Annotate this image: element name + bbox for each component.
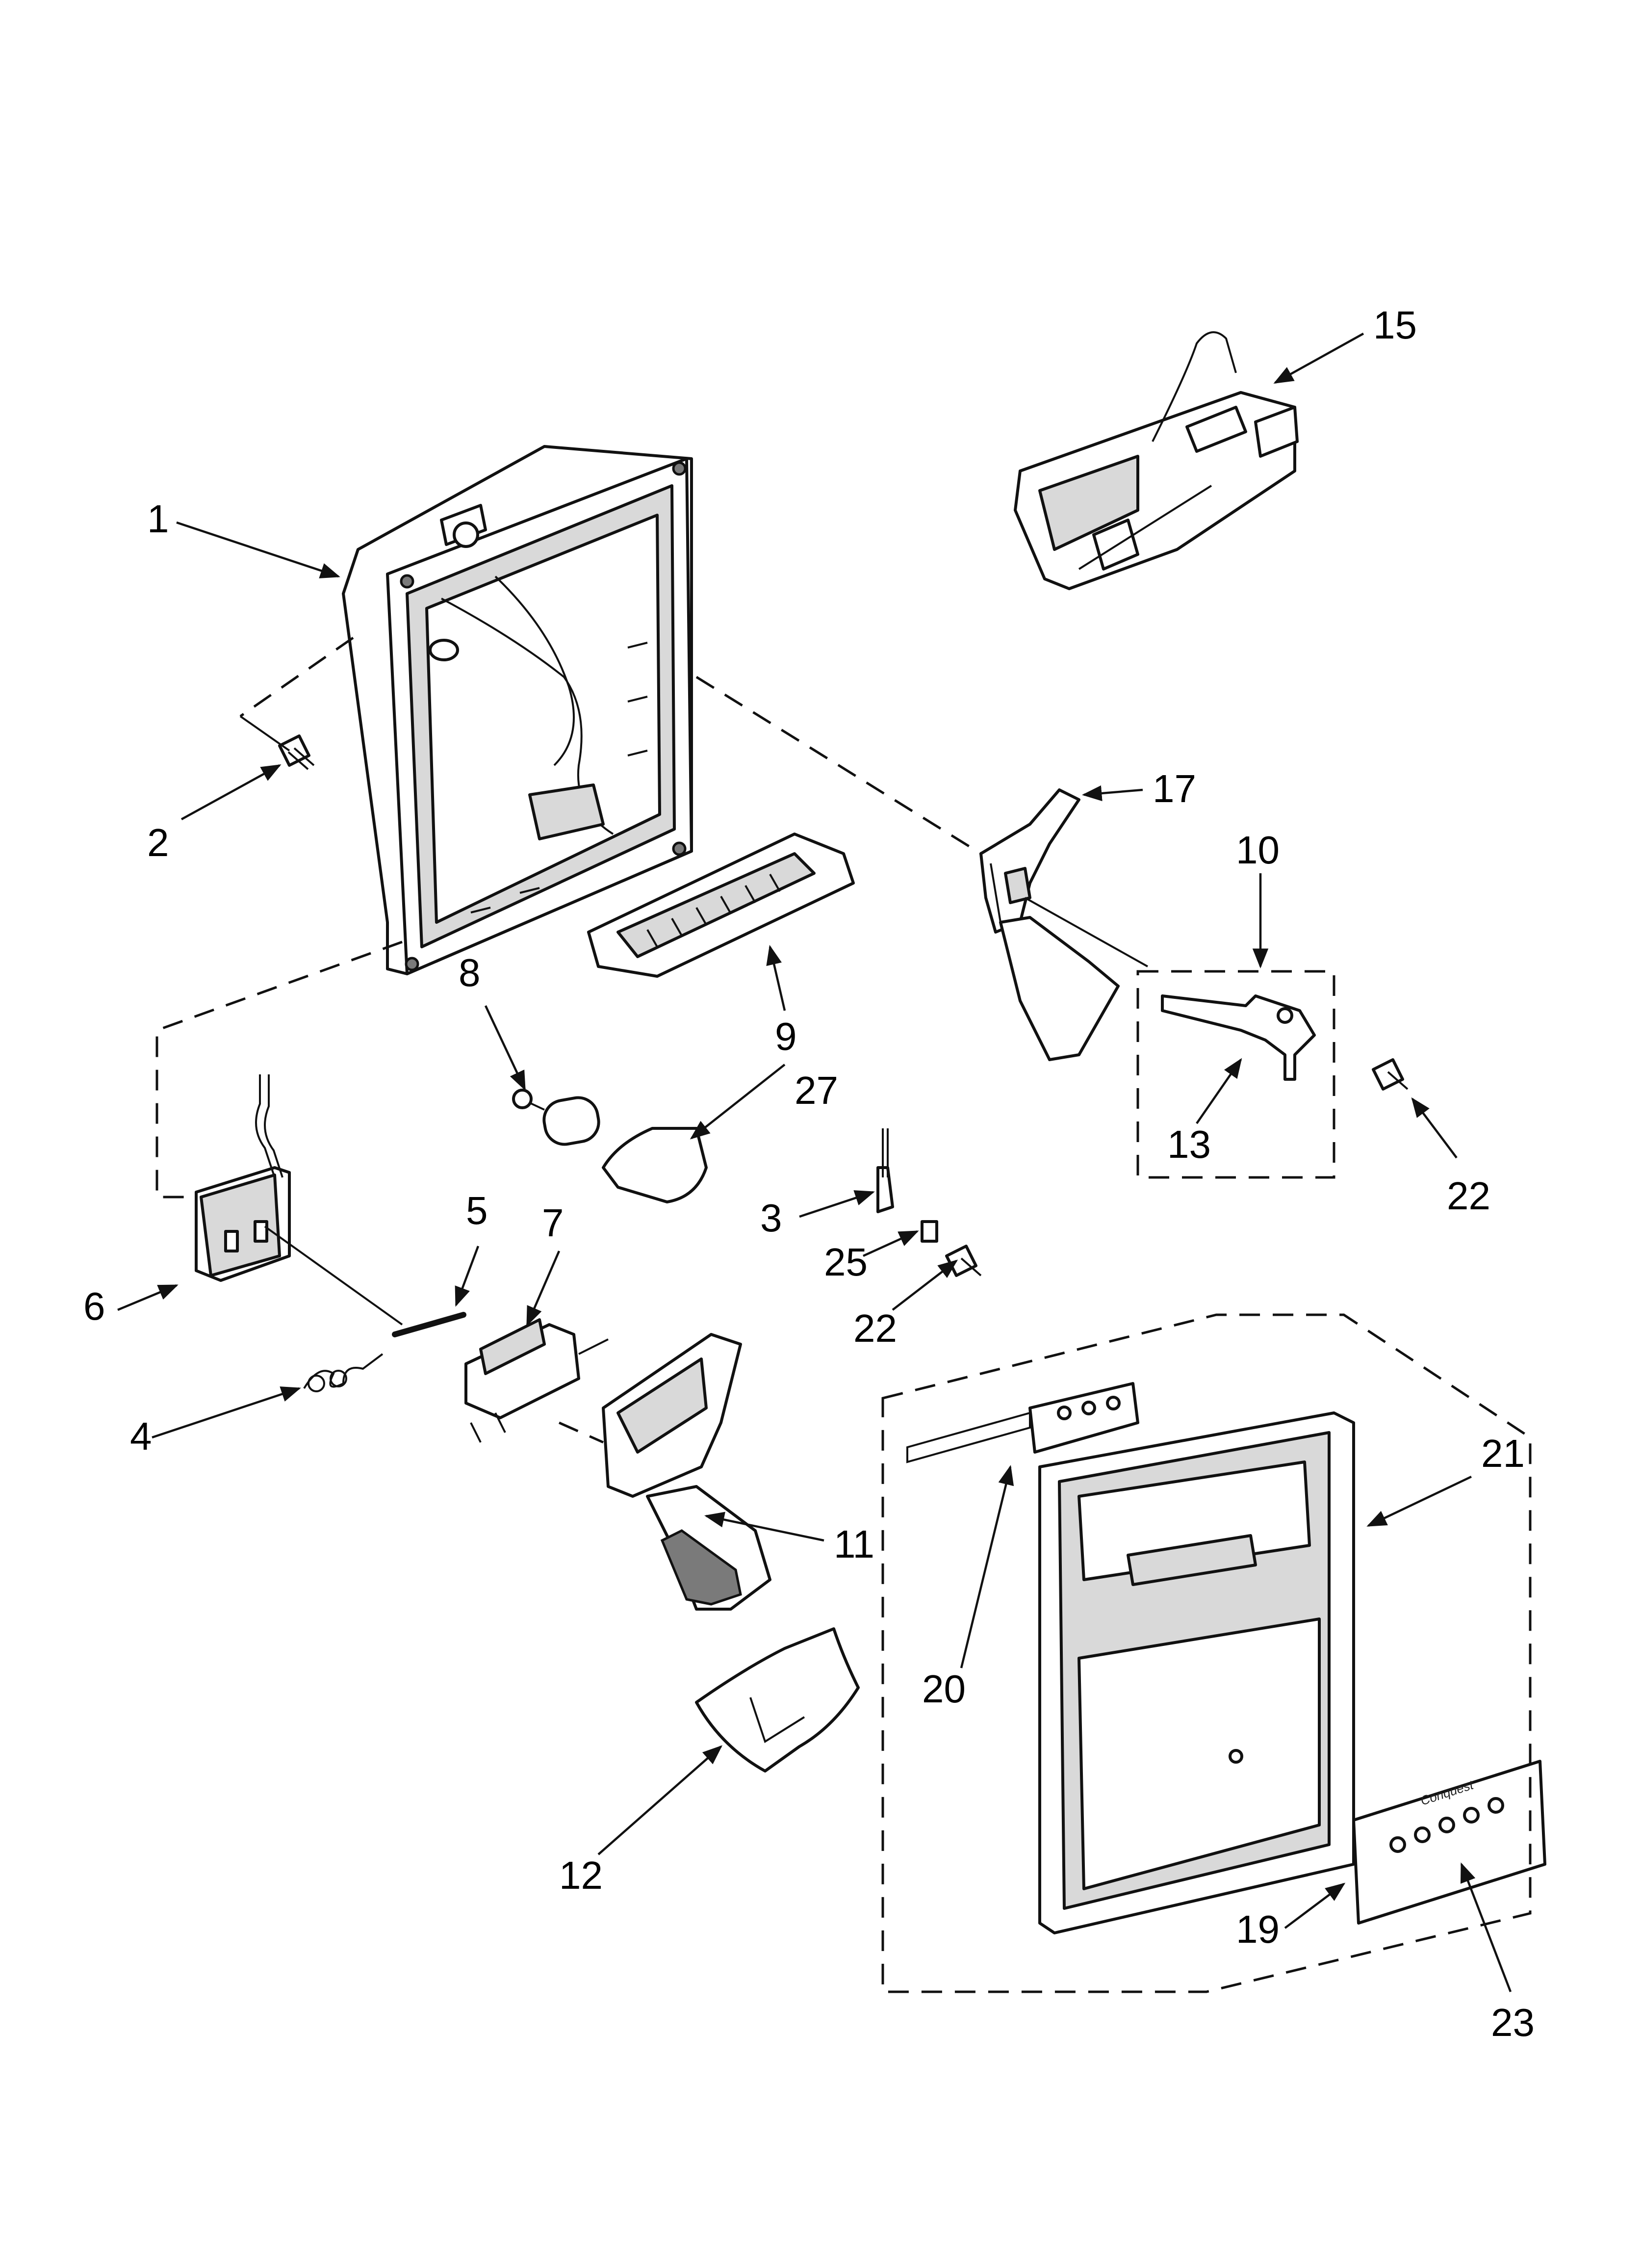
callout-labels: 1 2 3 4 5 6 7 8 9 10 11 12 13 15 17 19 2… xyxy=(83,303,1535,2044)
callout-7: 7 xyxy=(542,1201,564,1245)
part-9-grille xyxy=(587,833,855,978)
callout-25: 25 xyxy=(824,1240,868,1284)
callout-5: 5 xyxy=(466,1189,488,1232)
leader-arrows xyxy=(117,333,1512,1992)
callout-9: 9 xyxy=(775,1015,797,1058)
callout-12: 12 xyxy=(559,1853,603,1897)
callout-13: 13 xyxy=(1167,1122,1211,1166)
part-2-screw xyxy=(278,734,315,770)
callout-10: 10 xyxy=(1236,828,1280,872)
callout-1: 1 xyxy=(147,497,169,541)
callout-3: 3 xyxy=(760,1196,782,1240)
callout-27: 27 xyxy=(795,1069,838,1112)
assembly-outline-switch xyxy=(1136,970,1335,1179)
part-22-screw-a xyxy=(945,1245,982,1277)
part-25-plate xyxy=(921,1220,938,1243)
part-11-ice-lever xyxy=(602,1333,771,1611)
callout-11: 11 xyxy=(834,1522,874,1566)
connection-lines xyxy=(155,636,1148,1444)
callout-4: 4 xyxy=(130,1414,152,1458)
part-7-bracket xyxy=(464,1318,609,1443)
part-15-control xyxy=(1014,331,1299,590)
part-20-board xyxy=(906,1382,1139,1463)
callout-8: 8 xyxy=(459,951,481,994)
part-6-switch-block xyxy=(195,1074,291,1282)
part-23-panel: Conquest xyxy=(1352,1760,1546,1925)
callout-15: 15 xyxy=(1373,303,1417,347)
part-1-housing xyxy=(342,445,693,975)
part-4-spring xyxy=(303,1353,384,1392)
part-27-cover xyxy=(602,1127,708,1203)
part-21-bezel xyxy=(1038,1411,1355,1934)
part-22-screw-b xyxy=(1372,1058,1409,1091)
part-13-switch xyxy=(1161,994,1316,1081)
callout-22b: 22 xyxy=(853,1306,897,1350)
assembly-outline-bezel xyxy=(881,1313,1532,1993)
callout-22a: 22 xyxy=(1447,1174,1490,1218)
callout-17: 17 xyxy=(1153,767,1196,810)
callout-20: 20 xyxy=(922,1667,966,1711)
part-8-plunger xyxy=(512,1089,600,1146)
part-3-clip xyxy=(876,1128,894,1213)
callout-19: 19 xyxy=(1236,1907,1280,1951)
callout-21: 21 xyxy=(1481,1432,1525,1475)
callout-23: 23 xyxy=(1491,2001,1535,2044)
part-17-actuator xyxy=(979,788,1120,1061)
part-5-pin xyxy=(392,1312,466,1337)
callout-2: 2 xyxy=(147,821,169,864)
part-12-chute xyxy=(695,1627,860,1773)
callout-6: 6 xyxy=(83,1284,105,1328)
